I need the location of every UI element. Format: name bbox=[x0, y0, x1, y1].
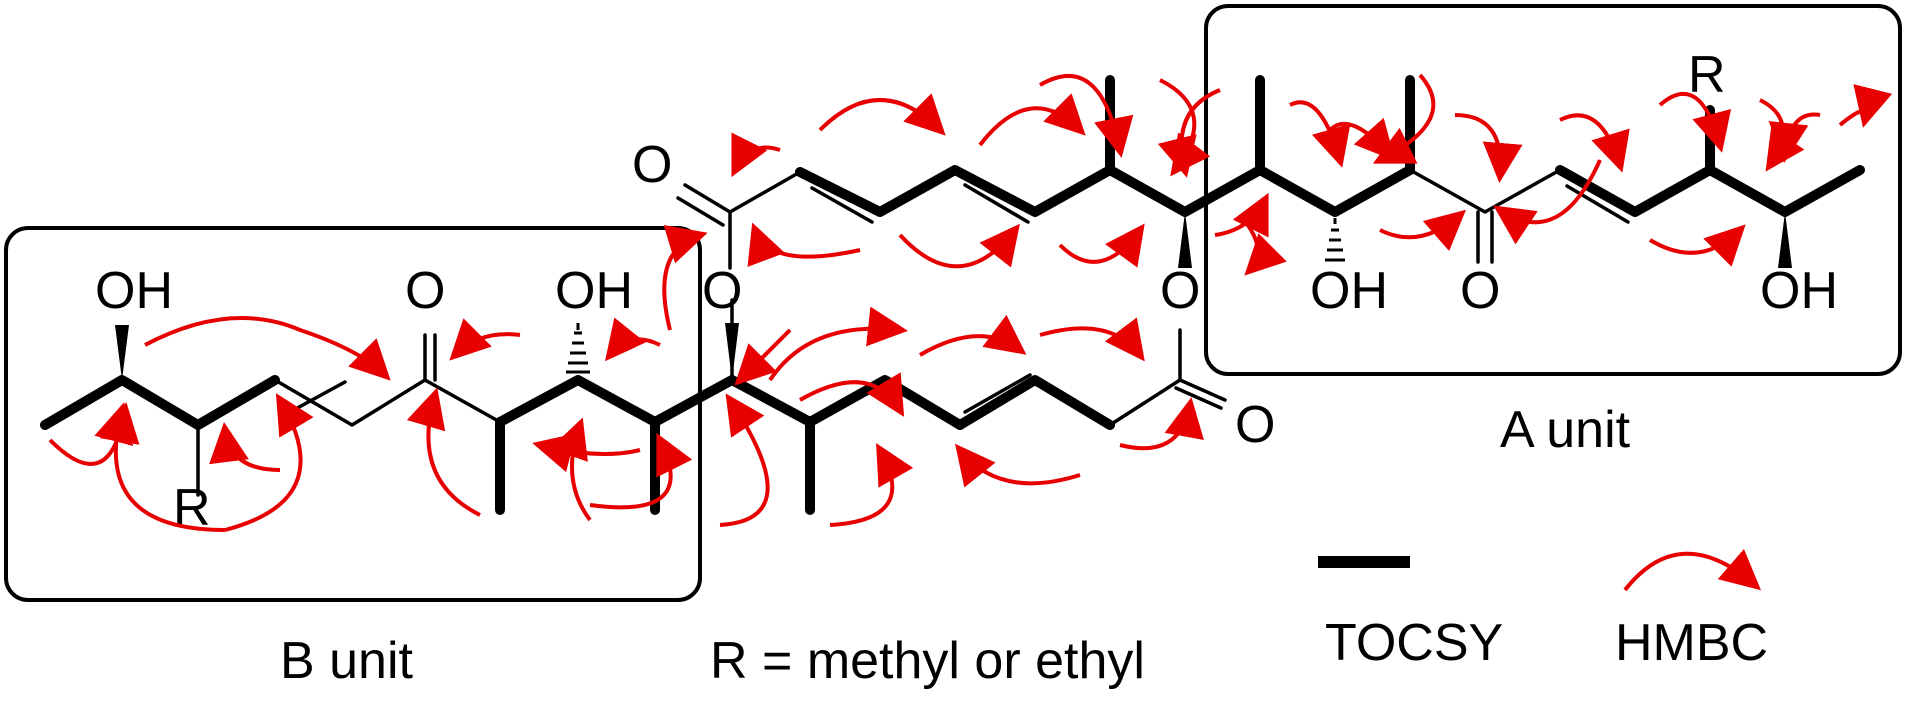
hmbc-arrow bbox=[818, 93, 946, 136]
legend-hmbc-arrow bbox=[1623, 548, 1762, 592]
hmbc-arrow bbox=[1372, 73, 1436, 164]
atom-o-carbonyl-lower: O bbox=[1235, 396, 1275, 454]
hmbc-arrow bbox=[604, 317, 661, 362]
hmbc-arrow bbox=[978, 93, 1086, 147]
a-unit-box bbox=[1204, 4, 1902, 376]
hmbc-arrow bbox=[94, 402, 226, 532]
atom-oh-b2: OH bbox=[555, 262, 633, 320]
hmbc-arrow bbox=[550, 417, 592, 522]
atom-o-ester-b: O bbox=[702, 262, 742, 320]
hmbc-arrow bbox=[719, 393, 770, 527]
hmbc-arrow bbox=[1648, 224, 1746, 267]
hmbc-arrow bbox=[144, 316, 391, 381]
hmbc-arrow bbox=[1768, 112, 1821, 163]
atom-o-a-ketone: O bbox=[1460, 262, 1500, 320]
legend-hmbc-label: HMBC bbox=[1615, 614, 1768, 672]
hmbc-arrow bbox=[1658, 92, 1732, 153]
hmbc-arrow bbox=[406, 387, 481, 517]
hmbc-arrow bbox=[1119, 397, 1204, 451]
hmbc-arrow bbox=[1759, 98, 1805, 172]
atom-oh-a1: OH bbox=[1310, 262, 1388, 320]
hmbc-arrow bbox=[1039, 317, 1145, 362]
upper-chain-bonds bbox=[676, 75, 1865, 270]
hmbc-arrow bbox=[768, 306, 908, 382]
hmbc-arrow bbox=[918, 314, 1027, 357]
caption-r-definition: R = methyl or ethyl bbox=[710, 632, 1145, 690]
hmbc-arrow bbox=[1038, 74, 1134, 158]
hmbc-arrow bbox=[1493, 159, 1602, 245]
hmbc-arrow bbox=[662, 225, 708, 331]
hmbc-arrow bbox=[209, 422, 281, 472]
hmbc-arrow bbox=[1058, 223, 1145, 268]
b-unit-box bbox=[4, 226, 702, 602]
hmbc-arrow bbox=[829, 443, 914, 527]
hmbc-arrow bbox=[1159, 78, 1211, 177]
hmbc-arrow bbox=[224, 393, 314, 532]
atom-o-b-ketone: O bbox=[405, 262, 445, 320]
hmbc-correlations bbox=[48, 73, 1893, 532]
hmbc-arrow bbox=[1379, 209, 1467, 252]
hmbc-arrow bbox=[1289, 100, 1351, 168]
hmbc-arrow bbox=[589, 432, 693, 510]
atom-o-carbonyl-upper: O bbox=[632, 136, 672, 194]
hmbc-arrow bbox=[747, 222, 861, 267]
caption-b-unit: B unit bbox=[280, 632, 414, 690]
atom-oh-b1: OH bbox=[95, 262, 173, 320]
hmbc-arrow bbox=[1559, 113, 1630, 173]
legend-tocsy-label: TOCSY bbox=[1325, 614, 1503, 672]
atom-o-ester-a: O bbox=[1160, 262, 1200, 320]
hmbc-arrow bbox=[1157, 88, 1221, 178]
hmbc-arrow bbox=[1238, 213, 1287, 276]
atom-oh-a2: OH bbox=[1760, 262, 1838, 320]
atom-r-a: R bbox=[1688, 46, 1726, 104]
hmbc-arrow bbox=[954, 443, 1081, 488]
hmbc-arrow bbox=[799, 372, 905, 417]
caption-a-unit: A unit bbox=[1500, 401, 1631, 459]
hmbc-arrow bbox=[731, 132, 781, 178]
hmbc-arrow bbox=[898, 223, 1020, 269]
hmbc-arrow bbox=[1838, 84, 1893, 128]
hmbc-arrow bbox=[532, 433, 641, 473]
hmbc-arrow bbox=[449, 318, 521, 361]
hmbc-arrow bbox=[1454, 113, 1523, 183]
hmbc-arrow bbox=[734, 328, 792, 386]
